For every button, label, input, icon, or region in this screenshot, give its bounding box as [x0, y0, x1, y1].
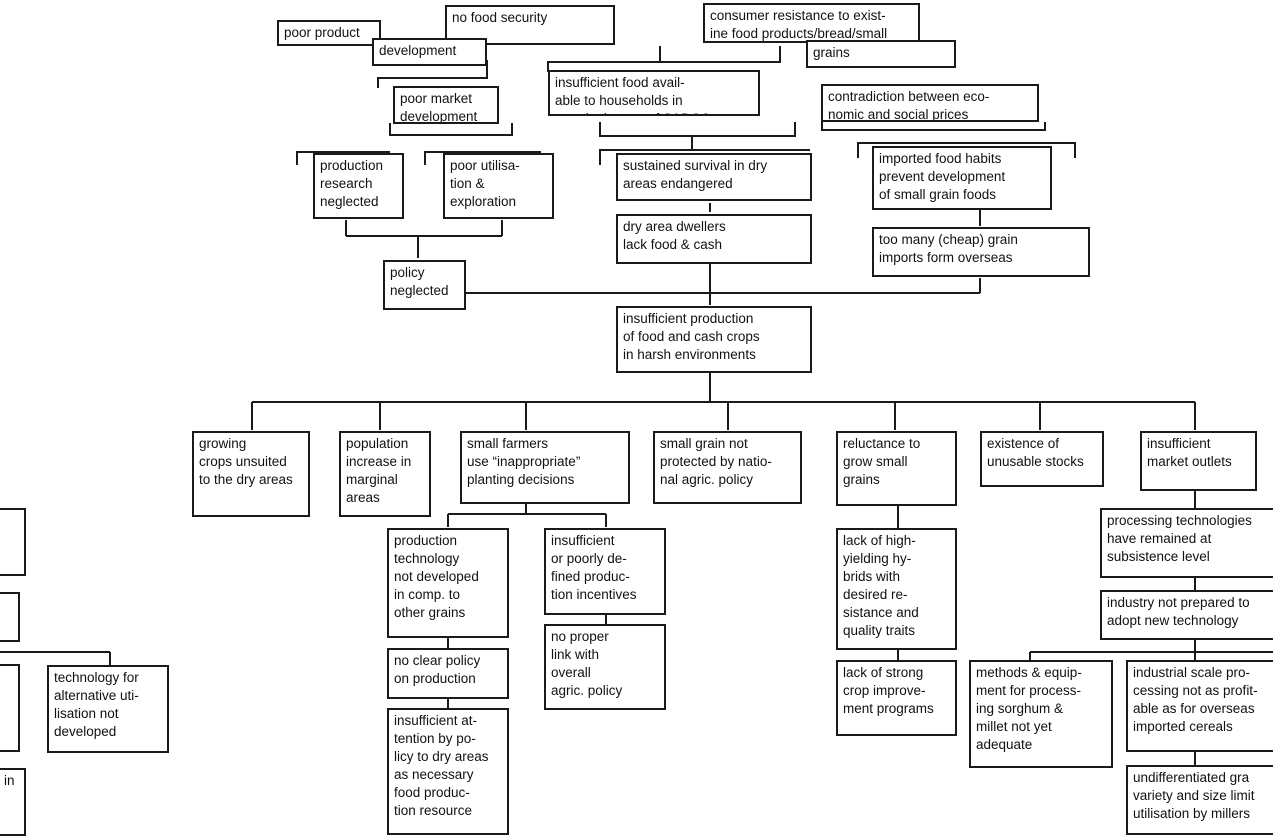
node-left-fragment-3	[0, 664, 20, 752]
node-small-farmers: small farmers use “inappropriate” planti…	[460, 431, 630, 504]
node-no-food-security: no food security	[445, 5, 615, 45]
node-insufficient-food-available: insufficient food avail- able to househo…	[548, 70, 760, 116]
node-reluctance: reluctance to grow small grains	[836, 431, 957, 506]
node-poor-product-dev: poor product	[277, 20, 381, 46]
node-lack-high-yielding: lack of high- yielding hy- brids with de…	[836, 528, 957, 650]
node-growing-crops: growing crops unsuited to the dry areas	[192, 431, 310, 517]
node-left-fragment-2	[0, 592, 20, 642]
node-processing-technologies: processing technologies have remained at…	[1100, 508, 1273, 578]
node-too-many-imports: too many (cheap) grain imports form over…	[872, 227, 1090, 277]
node-insufficient-attention: insufficient at- tention by po- licy to …	[387, 708, 509, 835]
node-sustained-survival: sustained survival in dry areas endanger…	[616, 153, 812, 201]
node-left-fragment-4: in	[0, 768, 26, 836]
node-industry-not-prepared: industry not prepared to adopt new techn…	[1100, 590, 1273, 640]
node-production-technology: production technology not developed in c…	[387, 528, 509, 638]
node-policy-neglected: policy neglected	[383, 260, 466, 310]
node-no-clear-policy: no clear policy on production	[387, 648, 509, 699]
node-development: development	[372, 38, 487, 66]
node-no-proper-link: no proper link with overall agric. polic…	[544, 624, 666, 710]
node-insufficient-market: insufficient market outlets	[1140, 431, 1257, 491]
node-existence-stocks: existence of unusable stocks	[980, 431, 1104, 487]
node-left-fragment-1	[0, 508, 26, 576]
node-population-increase: population increase in marginal areas	[339, 431, 431, 517]
node-consumer-resistance: consumer resistance to exist- ine food p…	[703, 3, 920, 43]
node-methods-equipment: methods & equip- ment for process- ing s…	[969, 660, 1113, 768]
node-contradiction: contradiction between eco- nomic and soc…	[821, 84, 1039, 122]
node-grains: grains	[806, 40, 956, 68]
node-lack-crop-programs: lack of strong crop improve- ment progra…	[836, 660, 957, 736]
node-insufficient-incentives: insufficient or poorly de- fined produc-…	[544, 528, 666, 615]
node-industrial-scale: industrial scale pro- cessing not as pro…	[1126, 660, 1273, 752]
node-imported-food-habits: imported food habits prevent development…	[872, 146, 1052, 210]
node-poor-utilisation: poor utilisa- tion & exploration	[443, 153, 554, 219]
node-poor-market-development: poor market development	[393, 86, 499, 124]
node-undifferentiated: undifferentiated gra variety and size li…	[1126, 765, 1273, 835]
node-technology-alternative: technology for alternative uti- lisation…	[47, 665, 169, 753]
node-core-problem: insufficient production of food and cash…	[616, 306, 812, 373]
node-production-research: production research neglected	[313, 153, 404, 219]
node-small-grain-not-protected: small grain not protected by natio- nal …	[653, 431, 802, 504]
node-dry-area-dwellers: dry area dwellers lack food & cash	[616, 214, 812, 264]
